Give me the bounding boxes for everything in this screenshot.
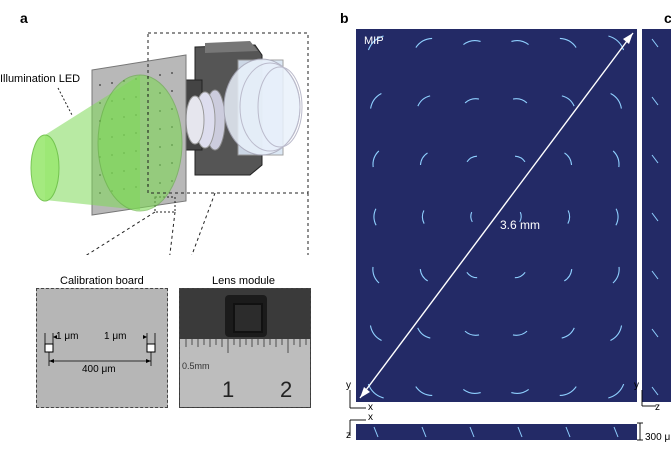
psf-spot [610,325,623,341]
psf-spot [463,388,481,394]
psf-spot [610,92,622,109]
psf-spot [612,266,620,284]
calibration-board-title: Calibration board [60,275,144,287]
psf-spot [470,211,473,223]
yz-spot [651,212,659,222]
psf-spot [559,37,577,48]
yz-spot [651,96,659,106]
yz-spot [651,270,659,280]
dim-total-label: 400 μm [82,364,116,375]
psf-spot [419,152,428,166]
psf-spot [417,95,431,107]
psf-spot [372,266,380,284]
scale-bar-label: 300 μ [645,432,671,443]
side-axis-z-label: z [655,402,660,413]
yz-axis-glyph [641,390,656,407]
psf-spot [466,271,478,279]
led-light-cone [30,74,183,212]
panel-letter-a: a [20,10,28,26]
psf-spot [615,208,619,226]
psf-spot [373,208,377,226]
xz-spot [421,426,427,438]
yz-projection [642,29,671,402]
ruler-number-1: 1 [222,377,235,402]
psf-spot [567,210,571,224]
yz-spot [651,328,659,338]
psf-spot [563,268,573,282]
psf-spot [415,37,433,48]
yz-spot [651,154,659,164]
psf-spot [561,95,575,107]
psf-spot [367,35,384,51]
lens-module-callout [147,32,309,194]
lens-module-photo: 0.5mm 1 2 [179,288,311,408]
diagonal-length-label: 3.6 mm [500,218,541,232]
lens-stack [185,89,226,151]
psf-spot [512,330,528,336]
yz-spot [651,38,659,48]
diagonal-measure-arrow [359,32,634,399]
psf-spot [370,92,382,109]
yz-spot-field [651,38,659,396]
psf-spot [511,40,529,46]
psf-spot [463,40,481,46]
psf-spot [464,330,480,336]
psf-spot [559,386,577,397]
psf-spot [608,35,625,51]
yz-spot [651,386,659,396]
axis-z-label: z [346,430,351,441]
psf-spot [612,150,620,168]
ruler-number-2: 2 [280,377,293,402]
dim-right-label: 1 μm [104,331,127,342]
psf-spot [608,383,625,399]
axis-x2-label: x [368,412,373,423]
xz-spot [565,426,571,438]
axis-y-label: y [346,380,351,391]
psf-spot [415,386,433,397]
mip-spot-field [367,35,625,399]
xz-spot-field [373,426,619,438]
calibration-dimension-drawing [44,333,156,366]
xy-axis-glyph [349,390,366,436]
lens-module-aperture [233,303,263,333]
psf-spot [417,327,431,339]
scale-bar-bracket [637,422,643,441]
side-axis-y-label: y [634,380,639,391]
lens-module-title: Lens module [212,275,275,287]
psf-spot [369,325,382,341]
mip-label: MIP [364,35,384,47]
psf-spot [466,155,478,163]
psf-spot [519,211,522,223]
dim-left-label: 1 μm [56,331,79,342]
panel-letter-c-clipped: c [664,10,671,26]
xz-spot [469,426,475,438]
psf-spot [514,155,526,163]
ruler-unit-label: 0.5mm [182,361,210,371]
axis-x-label: x [368,402,373,413]
ruler-ticks [185,339,307,353]
xz-spot [517,426,523,438]
psf-spot [464,98,480,104]
psf-spot [511,388,529,394]
panel-letter-b: b [340,10,349,26]
psf-spot [419,268,429,282]
front-lens [223,58,303,156]
microscope-schematic [30,32,309,255]
psf-spot [514,271,526,279]
psf-spot [561,327,575,339]
psf-spot [421,210,425,224]
xz-spot [373,426,379,438]
xz-spot [613,426,619,438]
psf-spot [372,150,380,168]
calibration-board-inset [36,288,168,408]
psf-spot [512,98,528,104]
illumination-led-label: Illumination LED [0,73,81,85]
psf-spot [564,152,573,166]
